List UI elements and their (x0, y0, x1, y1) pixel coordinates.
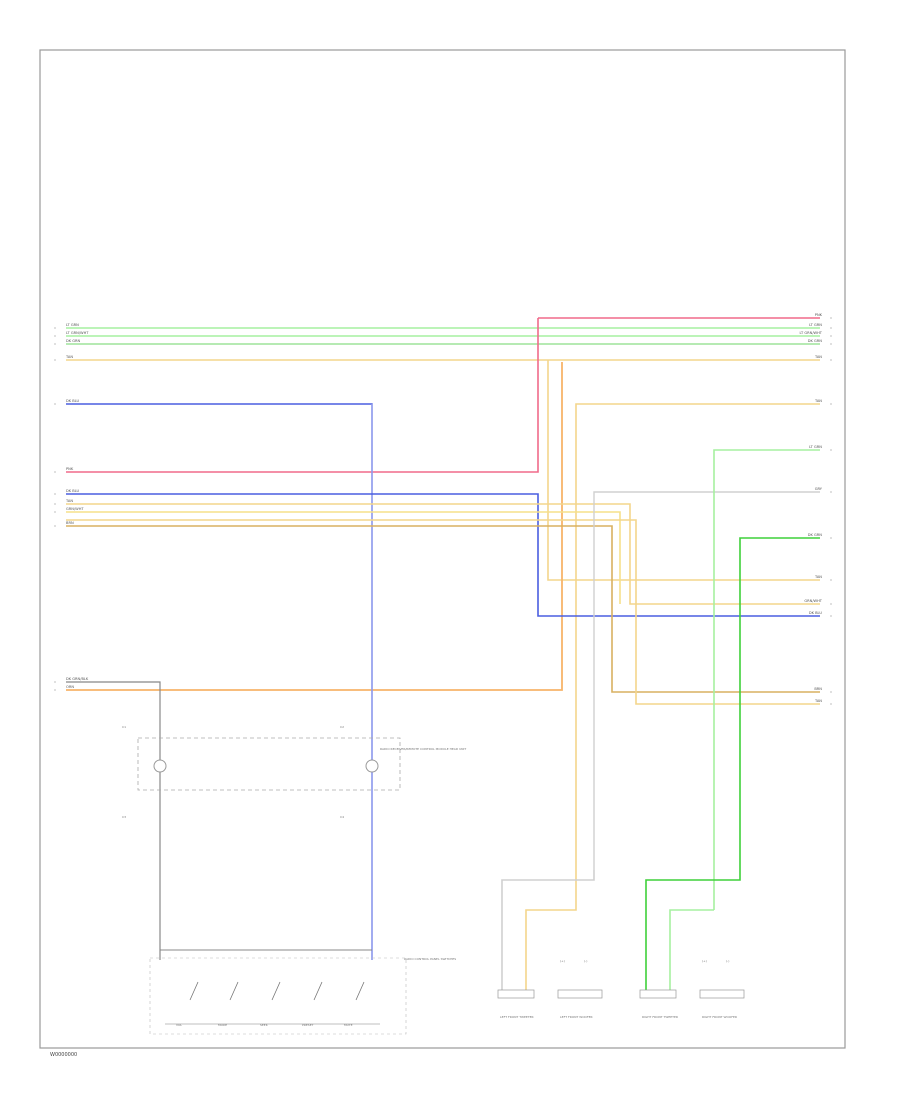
switch-group (165, 981, 380, 1025)
switch-label-3: PRESET (302, 1023, 314, 1027)
wire-tan-right (575, 403, 820, 870)
rlbl-group-7: BRN (814, 687, 822, 691)
wire-tan-group-2 (66, 511, 621, 604)
lbl-lt-green-wht: LT GRN/WHT (66, 331, 89, 335)
switch-label-2: SEEK (260, 1023, 269, 1027)
lbl-pnk: PNK (66, 467, 74, 471)
speaker-rt-woofer: RIGHT FRONT WOOFER (+) (-) (699, 959, 745, 1019)
rlbl-group-0: TAN (814, 399, 822, 403)
rlbl-tan: TAN (814, 355, 822, 359)
lbl-lt-green: LT GRN (66, 323, 79, 327)
lbl-group-1: TAN (65, 499, 73, 503)
speaker-label-1: LEFT FRONT WOOFER (560, 1015, 593, 1019)
speaker-label-2: RIGHT FRONT TWEETER (642, 1015, 678, 1019)
wire-dk-blue-group (66, 493, 820, 617)
wire-dk-grn-blk (66, 681, 161, 960)
rlbl-group-6: DK BLU (809, 611, 823, 615)
pin-plus-1: (+) (560, 959, 565, 963)
rlbl-group-3: DK GRN (808, 533, 823, 537)
speaker-lt-woofer: LEFT FRONT WOOFER (+) (-) (557, 959, 603, 1019)
left-labels: LT GRN LT GRN/WHT DK GRN TAN DK BLU PNK … (65, 323, 89, 689)
diagram-frame (39, 49, 846, 1049)
conn-label-c1: C1 (122, 725, 126, 729)
radio-module-box (137, 737, 401, 791)
rlbl-group-5: GRN/WHT (804, 599, 822, 603)
wire-gray (593, 491, 820, 870)
wire-lt-green-right (713, 449, 820, 910)
rlbl-group-4: TAN (814, 575, 822, 579)
speaker-wiring (501, 870, 741, 990)
wire-orange-riser (66, 362, 563, 691)
conn-label-c4: C4 (340, 815, 344, 819)
rlbl-lt-grn-wht: LT GRN/WHT (800, 331, 823, 335)
wire-tan-riser (547, 360, 820, 581)
module-terminal-right (365, 759, 379, 773)
rlbl-group-2: GRY (815, 487, 823, 491)
rlbl-group-1: LT GRN (809, 445, 822, 449)
lbl-tan: TAN (65, 355, 73, 359)
rlbl-lt-grn: LT GRN (809, 323, 822, 327)
rlbl-dk-grn: DK GRN (808, 339, 823, 343)
wire-dk-green-right (739, 537, 820, 870)
switch-label-4: MUTE (344, 1023, 353, 1027)
switch-label-1: MODE (218, 1023, 227, 1027)
wire-tan-group-1 (66, 503, 820, 605)
lbl-dk-grn-blk: DK GRN/BLK (66, 677, 89, 681)
lbl-group-3: BRN (66, 521, 74, 525)
left-wire-group (66, 493, 820, 705)
rlbl-group-8: TAN (814, 699, 822, 703)
lbl-dk-blu: DK BLU (66, 399, 80, 403)
module-text: RADIO RECEIVER/REMOTE CONTROL MODULE HEA… (380, 747, 466, 751)
footer-code: W0000000 (50, 1052, 77, 1058)
edge-ticks (54, 317, 832, 705)
wire-pink-left (66, 318, 539, 473)
switch-label-0: VOL (176, 1023, 182, 1027)
top-wire-bundle (66, 317, 820, 361)
speaker-label-0: LEFT FRONT TWEETER (500, 1015, 534, 1019)
wire-tan-group-3 (66, 519, 820, 705)
lbl-group-0: DK BLU (66, 489, 80, 493)
pin-minus-1: (-) (584, 959, 587, 963)
lbl-group-2: GRN/WHT (66, 507, 84, 511)
switch-panel-text: RADIO CONTROL PANEL SWITCHES (404, 957, 456, 961)
right-labels: PNK LT GRN LT GRN/WHT DK GRN TAN TAN LT … (800, 313, 823, 703)
conn-label-c2: C2 (340, 725, 344, 729)
lbl-orn: ORN (66, 685, 74, 689)
rlbl-pnk: PNK (815, 313, 823, 317)
lbl-dk-green: DK GRN (66, 339, 81, 343)
module-terminal-left (153, 759, 167, 773)
speaker-label-3: RIGHT FRONT WOOFER (702, 1015, 737, 1019)
conn-label-c3: C3 (122, 815, 126, 819)
pin-plus-3: (+) (702, 959, 707, 963)
switch-panel-box (149, 957, 407, 1035)
wire-brn-group (66, 525, 820, 693)
speaker-rt-tweeter: RIGHT FRONT TWEETER (639, 989, 678, 1019)
speaker-lt-tweeter: LEFT FRONT TWEETER (497, 989, 535, 1019)
pin-minus-3: (-) (726, 959, 729, 963)
